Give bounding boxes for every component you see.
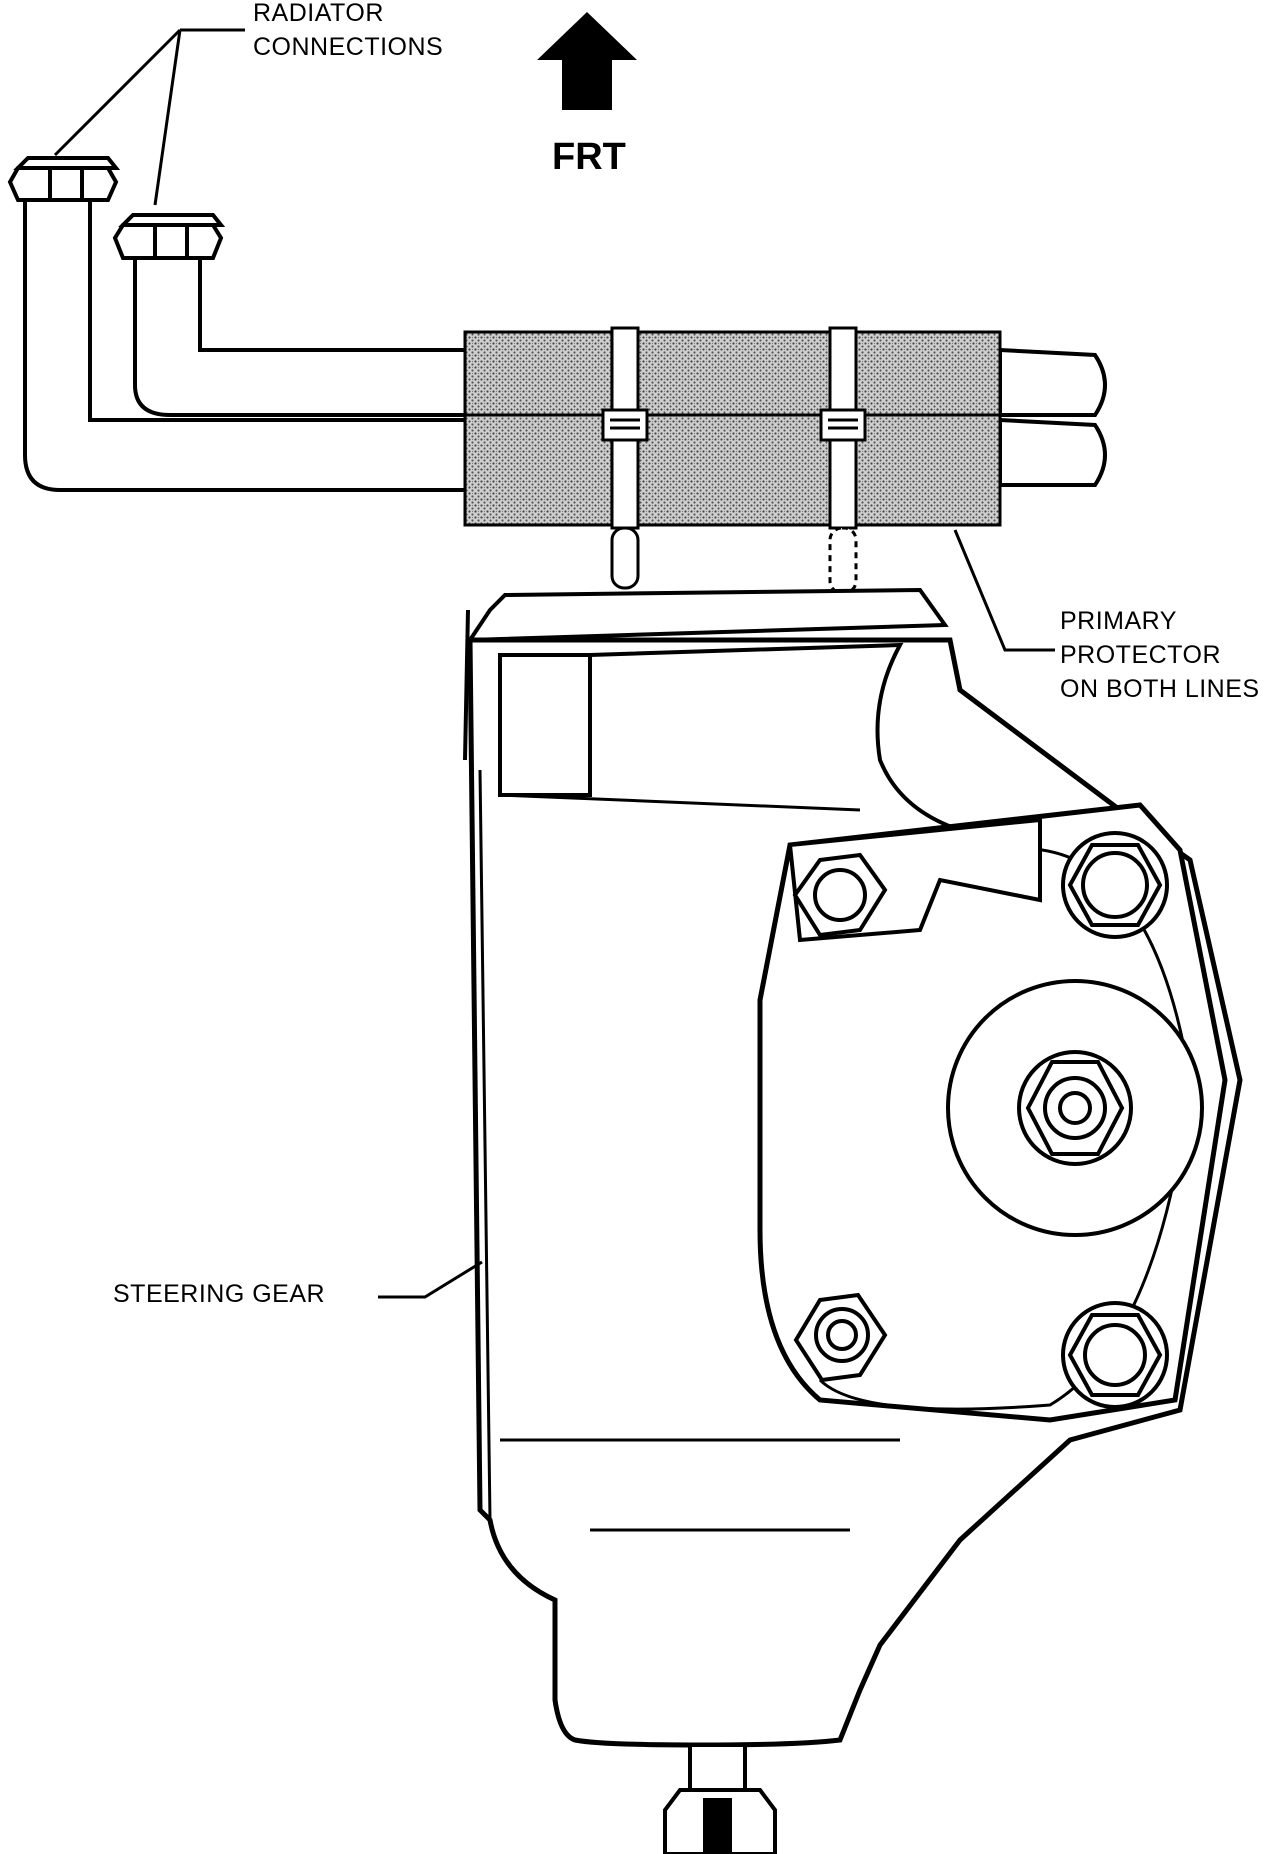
radiator-nut-1 bbox=[7, 156, 121, 202]
protector-label-line-2: PROTECTOR bbox=[1060, 641, 1221, 669]
bolt-bottom-left bbox=[793, 1292, 888, 1383]
radiator-lines bbox=[23, 193, 472, 492]
front-label: FRT bbox=[552, 136, 626, 178]
protector-label-line-1: PRIMARY bbox=[1060, 607, 1177, 635]
radiator-connections-label: RADIATOR CONNECTIONS bbox=[253, 0, 443, 64]
steering-gear-leader-line bbox=[378, 1260, 483, 1299]
output-fitting bbox=[663, 1743, 777, 1854]
bolt-bottom-right bbox=[1061, 1301, 1169, 1409]
lines-extension bbox=[998, 347, 1107, 487]
protector-label-line-3: ON BOTH LINES bbox=[1060, 675, 1260, 703]
cable-tie-1 bbox=[601, 326, 649, 590]
radiator-leader-lines bbox=[53, 28, 245, 206]
primary-protector-label: PRIMARY PROTECTOR ON BOTH LINES bbox=[1060, 604, 1260, 706]
cable-tie-2 bbox=[819, 326, 867, 595]
radiator-label-line-1: RADIATOR bbox=[253, 0, 384, 27]
radiator-label-line-2: CONNECTIONS bbox=[253, 33, 444, 61]
steering-gear-label: STEERING GEAR bbox=[113, 1280, 326, 1308]
primary-protector bbox=[463, 330, 1002, 527]
protector-leader-line bbox=[953, 529, 1055, 652]
adjuster-plug bbox=[946, 979, 1204, 1237]
bolt-top-right bbox=[1061, 831, 1169, 939]
bolt-top-left bbox=[792, 852, 888, 938]
radiator-nut-2 bbox=[112, 213, 226, 260]
front-arrow-icon bbox=[537, 12, 637, 110]
